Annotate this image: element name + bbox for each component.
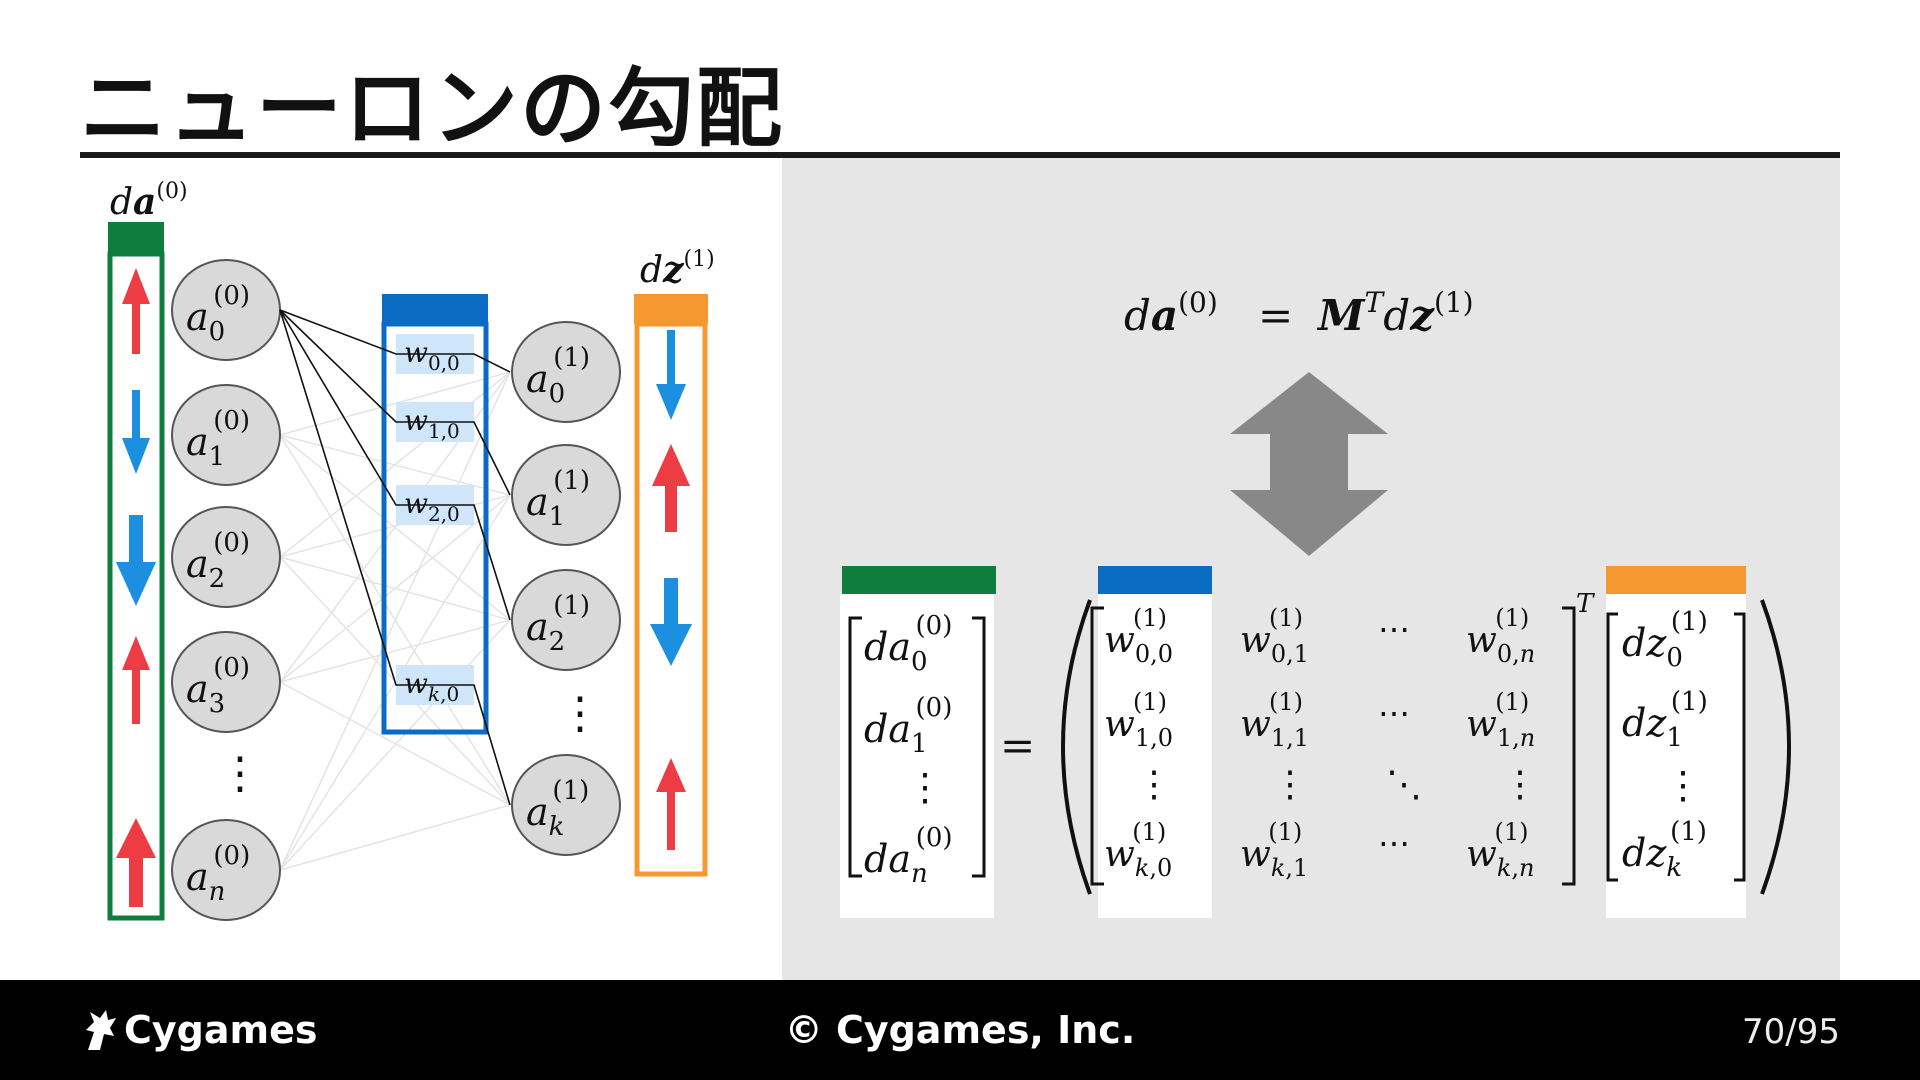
svg-text:⋮: ⋮ (906, 765, 944, 809)
input-node-a2 (171, 506, 281, 608)
double-arrow-icon (1230, 372, 1388, 556)
svg-text:=: = (1258, 291, 1293, 340)
faint-connections (279, 371, 511, 871)
output-node-a2 (511, 569, 621, 671)
dz1-header-bar (634, 294, 708, 324)
svg-text:da(0): da(0) (1124, 286, 1218, 340)
neuron-gradient-diagram: da(0) a0(0) a1(0) a2(0) a3(0) ⋮ an(0) (107, 179, 1791, 921)
eq-right-paren (1760, 599, 1791, 895)
svg-text:⋱: ⋱ (1386, 764, 1422, 805)
copyright-text: © Cygames, Inc. (784, 1008, 1136, 1052)
input-node-a1 (171, 384, 281, 486)
da0-arrow-3-down-blue (116, 515, 156, 606)
output-node-a0 (511, 321, 621, 423)
svg-text:w0,0: w0,0 (404, 336, 460, 375)
svg-text:⋮: ⋮ (1136, 764, 1172, 805)
output-node-a1 (511, 444, 621, 546)
eq-dz-header-bar (1606, 566, 1746, 594)
svg-text:⋯: ⋯ (1378, 610, 1410, 648)
dz1-arrows (650, 330, 692, 850)
svg-text:wk,n(1): wk,n(1) (1466, 818, 1534, 882)
eq-dz-column-bg (1606, 594, 1746, 918)
cygames-logo-icon (86, 1010, 116, 1050)
weight-header-bar (382, 294, 488, 324)
dz1-arrow-2-up-red (652, 444, 690, 532)
output-node-ak (511, 754, 621, 856)
logo-text: Cygames (124, 1008, 318, 1052)
slide-title: ニューロンの勾配 (80, 59, 784, 159)
eq-da-header-bar (842, 566, 996, 594)
dz1-column-frame (634, 321, 708, 877)
eq-transpose: T (1576, 589, 1595, 619)
svg-text:⋮: ⋮ (1272, 764, 1308, 805)
svg-text:⋮: ⋮ (1502, 764, 1538, 805)
svg-text:w0,n(1): w0,n(1) (1466, 604, 1535, 668)
eq-w-first-column-bg (1098, 594, 1212, 918)
svg-text:wk,1(1): wk,1(1) (1240, 818, 1308, 882)
title-underline (80, 152, 1840, 158)
input-node-an (171, 819, 281, 921)
svg-text:⋮: ⋮ (1664, 763, 1702, 807)
eq-equals: = (1000, 721, 1035, 770)
dz1-arrow-1-down-blue (656, 330, 686, 420)
cygames-logo[interactable]: Cygames (80, 1000, 318, 1060)
svg-text:w1,1(1): w1,1(1) (1240, 688, 1309, 752)
da0-label: da(0) (110, 179, 188, 223)
da0-arrow-4-up-red (122, 636, 150, 724)
page-number: 70/95 (1742, 1012, 1840, 1052)
da0-arrows (116, 268, 156, 907)
input-node-a3 (171, 631, 281, 733)
svg-text:w0,1(1): w0,1(1) (1240, 604, 1309, 668)
footer-bar: Cygames © Cygames, Inc. 70/95 (0, 980, 1920, 1080)
svg-text:⋯: ⋯ (1378, 824, 1410, 862)
input-ellipsis: ⋮ (218, 748, 262, 799)
weight-column-frame (381, 321, 489, 735)
svg-text:w1,n(1): w1,n(1) (1466, 688, 1535, 752)
eq-w-header-bar (1098, 566, 1212, 594)
output-ellipsis: ⋮ (558, 688, 602, 739)
top-formula: da(0) = MTdz(1) (1124, 286, 1474, 340)
eq-brackets (848, 606, 1746, 886)
svg-text:MTdz(1): MTdz(1) (1316, 286, 1474, 340)
dz1-arrow-4-up-red (656, 758, 686, 850)
dz1-label: dz(1) (640, 247, 715, 291)
dz1-arrow-3-down-blue (650, 578, 692, 666)
da0-column-frame (107, 251, 165, 921)
da0-arrow-5-up-red (116, 818, 156, 907)
output-nodes (511, 321, 621, 856)
eq-da-column-bg (840, 594, 994, 918)
highlighted-connections (279, 309, 511, 806)
input-nodes (171, 259, 281, 921)
svg-text:⋯: ⋯ (1378, 694, 1410, 732)
eq-left-paren (1061, 599, 1092, 895)
da0-arrow-1-up-red (122, 268, 150, 354)
da0-arrow-2-down-blue (122, 390, 150, 474)
da0-header-bar (108, 222, 164, 254)
